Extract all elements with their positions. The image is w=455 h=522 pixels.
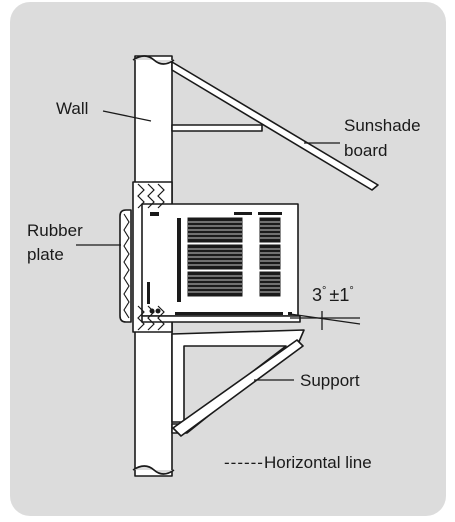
wall-break-bottom	[132, 465, 175, 475]
ac-knob-1	[149, 308, 155, 314]
grille-louvers	[188, 221, 280, 293]
angle-tolerance: 1	[339, 285, 350, 305]
sunshade-label: Sunshade	[344, 116, 421, 135]
legend-horizontal-line: Horizontal line	[263, 453, 372, 472]
angle-degree-1: °	[322, 285, 327, 297]
ac-base-stripe	[175, 312, 283, 315]
ac-details	[147, 212, 292, 315]
wall-label: Wall	[56, 99, 89, 118]
angle-label: 3°±1°	[312, 285, 354, 309]
ac-knob-2	[155, 308, 161, 314]
ac-slot-2	[258, 212, 282, 215]
support-strut	[172, 339, 304, 437]
rubber-plate-label-line2: plate	[27, 245, 64, 264]
sunshade-label-line2: board	[344, 141, 388, 160]
sunshade-board	[171, 61, 379, 191]
ac-slot-1	[234, 212, 252, 215]
ac-indicator	[147, 282, 150, 304]
angle-plus-minus: ±	[329, 285, 340, 305]
angle-degree-2: °	[349, 285, 354, 297]
legend-dashes: ------	[224, 453, 264, 472]
reference-line-tilted	[289, 313, 361, 325]
wall-leader	[102, 110, 152, 122]
rubber-plate	[119, 209, 132, 323]
sunshade-brace	[171, 124, 263, 132]
rubber-plate-label: Rubber	[27, 221, 83, 240]
ac-divider	[177, 218, 181, 302]
angle-reference	[289, 311, 361, 330]
ac-base-plate	[141, 315, 301, 323]
support-label: Support	[300, 371, 360, 390]
ac-base-dot	[288, 312, 292, 315]
angle-base: 3	[312, 285, 323, 305]
horizontal-line-legend: ------Horizontal line	[224, 452, 372, 473]
wall-break-top	[132, 55, 175, 65]
ac-small-slot	[150, 212, 159, 216]
rubber-plate-texture	[123, 213, 130, 319]
